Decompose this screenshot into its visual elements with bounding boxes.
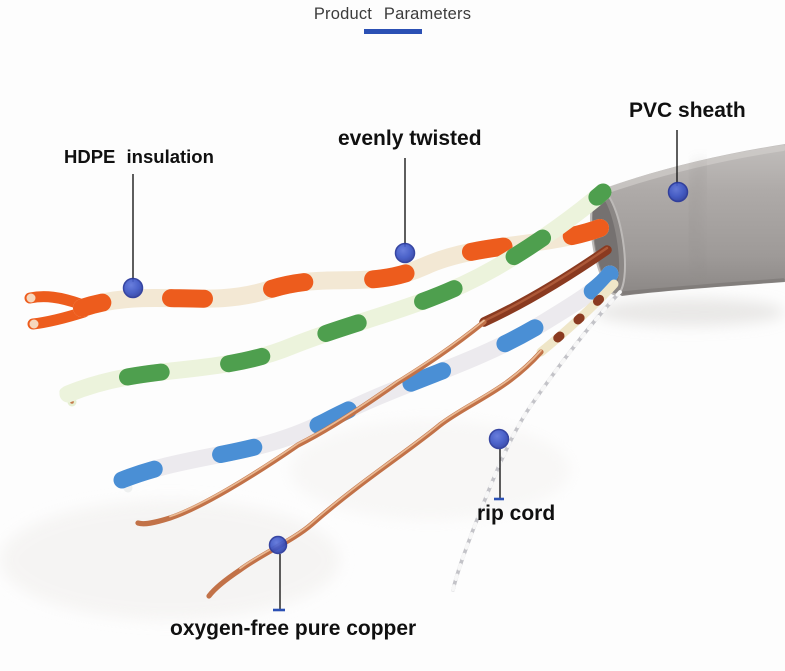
- marker-dot-twisted: [394, 242, 416, 264]
- label-evenly-twisted: evenly twisted: [338, 127, 482, 150]
- bare-copper-conductor: [135, 319, 487, 527]
- orange-twisted-pair: [24, 219, 609, 330]
- label-hdpe-insulation: HDPE insulation: [64, 146, 214, 167]
- rip-cord-string: [451, 290, 622, 592]
- orange-wire-cut-end: [29, 319, 39, 329]
- green-twisted-pair: [59, 183, 612, 407]
- label-oxygen-free-pure-copper: oxygen-free pure copper: [170, 617, 417, 640]
- blue-twisted-pair: [113, 265, 619, 493]
- marker-dots: [122, 181, 689, 555]
- bare-copper-conductor: [206, 349, 544, 599]
- marker-dot-copper: [268, 535, 288, 555]
- orange-wire-cut-end: [26, 293, 36, 303]
- brown-wire: [135, 245, 612, 527]
- page-title: Product Parameters: [313, 5, 472, 23]
- marker-dot-hdpe: [122, 277, 144, 299]
- label-rip-cord: rip cord: [477, 502, 556, 525]
- label-pvc-sheath: PVC sheath: [629, 99, 746, 122]
- pvc-sheath-graphic: [590, 144, 785, 296]
- annotations: [132, 130, 678, 612]
- title-underline: [363, 29, 422, 34]
- marker-dot-pvc: [667, 181, 689, 203]
- marker-dot-rip: [488, 428, 510, 450]
